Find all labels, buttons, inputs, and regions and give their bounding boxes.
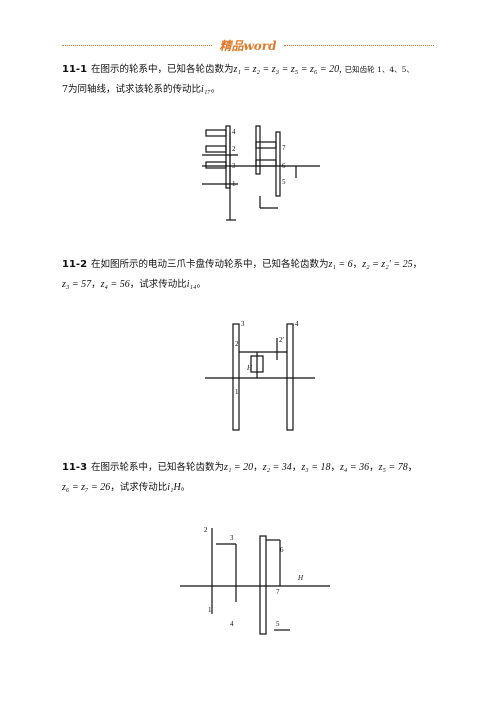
gear-label: 2 — [232, 145, 236, 153]
page-header: 精品word — [62, 38, 434, 53]
separator: ， — [330, 462, 340, 473]
formula: z₂ = z₂′ = 25 — [362, 259, 413, 270]
problem-text: 在如图所示的电动三爪卡盘传动轮系中，已知各轮齿数为 — [91, 259, 329, 270]
problem-text: 在图示的轮系中，已知各轮齿数为 — [91, 64, 234, 75]
formula: z₂ = 34 — [262, 462, 292, 473]
gear-label: 1 — [232, 180, 236, 188]
problem-text: 已知齿轮 1、4、5、 — [344, 65, 414, 74]
gear-label: 5 — [282, 178, 286, 186]
figure-11-1: 4 2 3 1 7 6 5 — [202, 125, 320, 221]
figure-11-2: 3 4 2 2′ H 1 — [205, 320, 315, 431]
header-divider-left — [62, 45, 212, 46]
header-divider-right — [284, 45, 434, 46]
carrier-label: H — [246, 364, 253, 372]
gear-label: 6 — [282, 162, 286, 170]
formula: z₃ = 18 — [301, 462, 331, 473]
gear-label: 1 — [235, 388, 239, 396]
gear-label: 5 — [276, 620, 280, 628]
problem-number: 11-2 — [62, 259, 88, 270]
formula: z₄ = 56 — [100, 279, 130, 290]
problem-text: 。 — [180, 482, 191, 493]
formula: z₁ = z₂ = z₃ = z₅ = z₆ = 20, — [233, 64, 342, 75]
separator: ， — [369, 462, 379, 473]
formula: z₁ = 6 — [328, 259, 353, 270]
problem-text: ，试求传动比 — [129, 279, 187, 290]
header-title: 精品word — [219, 39, 277, 53]
separator: ， — [253, 462, 263, 473]
separator: ， — [407, 462, 418, 473]
separator: ， — [91, 279, 101, 290]
problem-text: 7为同轴线，试求该轮系的传动比 — [62, 84, 202, 95]
separator: ， — [352, 259, 363, 270]
formula: z₃ = 57 — [62, 279, 92, 290]
gear-label: 3 — [230, 534, 234, 542]
problem-number: 11-3 — [62, 462, 88, 473]
gear-label: 3 — [232, 162, 236, 170]
gear-label: 4 — [230, 620, 234, 628]
gear-label: 4 — [232, 128, 236, 136]
ratio: i₁H — [167, 482, 181, 493]
problem-text: 在图示轮系中，已知各轮齿数为 — [91, 462, 225, 473]
formula: z₁ = 20 — [224, 462, 254, 473]
problem-number: 11-1 — [62, 64, 88, 75]
separator: ， — [291, 462, 302, 473]
gear-label: 3 — [241, 320, 245, 328]
gear-label: 2′ — [279, 336, 285, 344]
ratio: i₁₄ — [186, 279, 197, 290]
formula: z₆ = z₇ = 26 — [62, 482, 111, 493]
problem-text: 。 — [196, 279, 207, 290]
ratio: i₁₇ — [201, 84, 211, 95]
gear-label: 7 — [276, 588, 280, 596]
formula: z₅ = 78 — [378, 462, 408, 473]
gear-label: 1 — [208, 606, 212, 614]
problem-text: ，试求传动比 — [110, 482, 168, 493]
separator: ， — [412, 259, 423, 270]
gear-label: 4 — [295, 320, 299, 328]
gear-label: 2 — [204, 526, 208, 534]
figure-11-3: 2 3 6 H 7 1 4 5 — [180, 526, 330, 635]
gear-label: 6 — [280, 546, 284, 554]
gear-label: 2 — [235, 340, 239, 348]
gear-label: 7 — [282, 144, 286, 152]
formula: z₄ = 36 — [339, 462, 370, 473]
carrier-label: H — [297, 574, 304, 582]
